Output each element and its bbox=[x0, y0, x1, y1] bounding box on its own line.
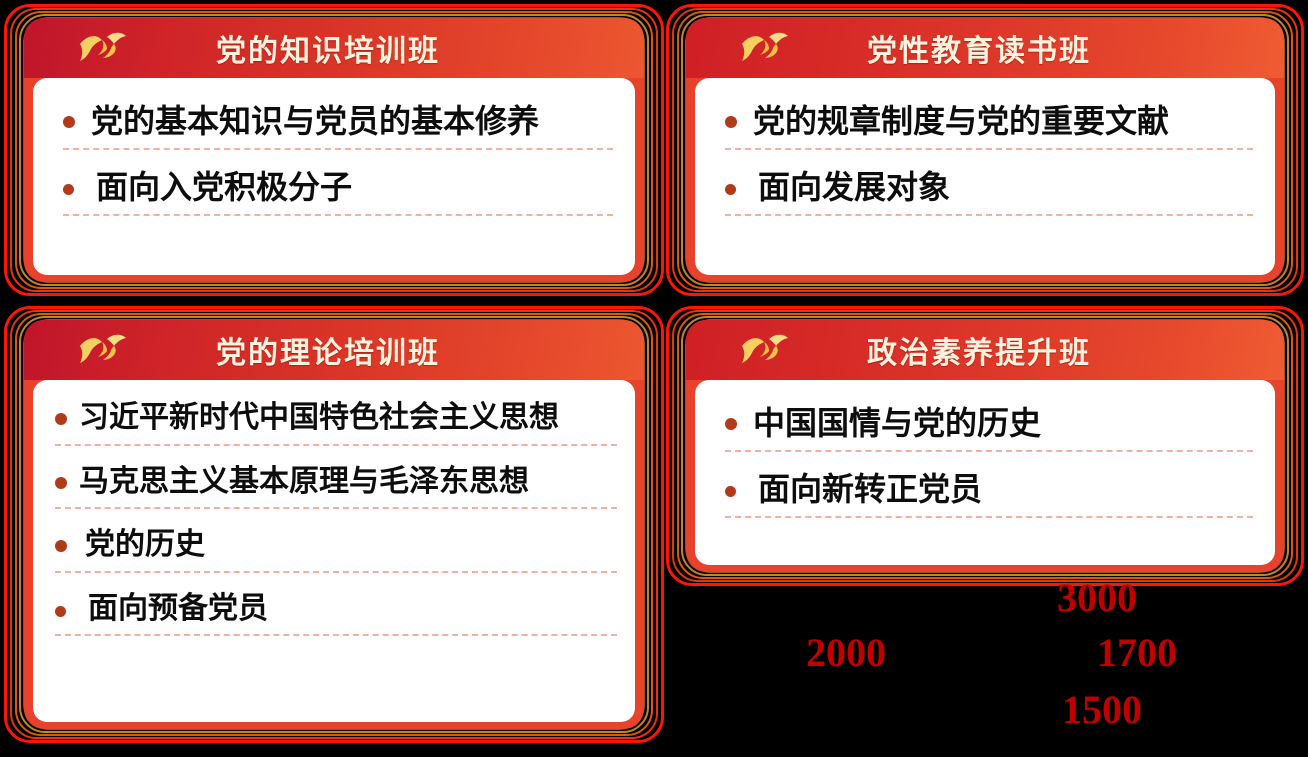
card-party-spirit-education-reading-class[interactable]: 党性教育读书班 党的规章制度与党的重要文献 面向发展对象 bbox=[666, 4, 1304, 296]
figure-number-3000: 3000 bbox=[1057, 575, 1137, 620]
card-item-list: 中国国情与党的历史 面向新转正党员 bbox=[725, 402, 1253, 534]
bullet-icon bbox=[55, 605, 66, 617]
list-item-label: 习近平新时代中国特色社会主义思想 bbox=[79, 401, 559, 434]
list-item-label: 党的历史 bbox=[85, 528, 205, 561]
list-item-label: 面向发展对象 bbox=[758, 169, 951, 206]
bullet-icon bbox=[725, 418, 737, 430]
list-item[interactable]: 面向预备党员 bbox=[55, 589, 617, 636]
bullet-icon bbox=[725, 184, 736, 196]
list-item[interactable]: 党的规章制度与党的重要文献 bbox=[725, 100, 1253, 151]
dove-icon bbox=[742, 334, 788, 363]
card-item-list: 党的基本知识与党员的基本修养 面向入党积极分子 bbox=[63, 100, 613, 232]
list-item-label: 党的基本知识与党员的基本修养 bbox=[91, 103, 540, 139]
figure-number-1500: 1500 bbox=[1062, 687, 1142, 732]
bullet-icon bbox=[55, 540, 67, 552]
list-item-label: 面向入党积极分子 bbox=[96, 169, 353, 206]
card-body: 党性教育读书班 党的规章制度与党的重要文献 面向发展对象 bbox=[686, 18, 1284, 282]
card-political-literacy-improvement-class[interactable]: 政治素养提升班 中国国情与党的历史 面向新转正党员 bbox=[666, 306, 1304, 586]
card-header: 党性教育读书班 bbox=[686, 18, 1284, 78]
card-panel: 党的基本知识与党员的基本修养 面向入党积极分子 bbox=[33, 78, 635, 275]
figure-number-1700: 1700 bbox=[1097, 630, 1177, 675]
card-title: 党性教育读书班 bbox=[867, 35, 1091, 68]
bullet-icon bbox=[55, 413, 67, 425]
list-item[interactable]: 习近平新时代中国特色社会主义思想 bbox=[55, 398, 617, 446]
bullet-icon bbox=[725, 116, 737, 128]
card-title: 党的理论培训班 bbox=[216, 337, 440, 370]
list-item[interactable]: 党的基本知识与党员的基本修养 bbox=[63, 100, 613, 151]
list-item[interactable]: 面向新转正党员 bbox=[725, 468, 1253, 519]
card-title: 党的知识培训班 bbox=[216, 35, 440, 68]
card-body: 党的理论培训班 习近平新时代中国特色社会主义思想 马克思主义基本原理与毛泽东思想… bbox=[24, 320, 644, 729]
card-title: 政治素养提升班 bbox=[867, 337, 1091, 370]
card-party-theory-training-class[interactable]: 党的理论培训班 习近平新时代中国特色社会主义思想 马克思主义基本原理与毛泽东思想… bbox=[4, 306, 664, 743]
list-item-label: 中国国情与党的历史 bbox=[753, 405, 1042, 441]
card-item-list: 习近平新时代中国特色社会主义思想 马克思主义基本原理与毛泽东思想 党的历史 面向… bbox=[55, 398, 617, 652]
card-header: 政治素养提升班 bbox=[686, 320, 1284, 380]
card-panel: 习近平新时代中国特色社会主义思想 马克思主义基本原理与毛泽东思想 党的历史 面向… bbox=[33, 380, 635, 722]
list-item[interactable]: 马克思主义基本原理与毛泽东思想 bbox=[55, 462, 617, 509]
dove-icon bbox=[80, 334, 126, 363]
list-item-label: 面向预备党员 bbox=[88, 591, 268, 625]
card-panel: 中国国情与党的历史 面向新转正党员 bbox=[695, 380, 1275, 565]
card-header: 党的理论培训班 bbox=[24, 320, 644, 380]
figure-number-2000: 2000 bbox=[806, 630, 886, 675]
bullet-icon bbox=[63, 116, 75, 128]
card-body: 政治素养提升班 中国国情与党的历史 面向新转正党员 bbox=[686, 320, 1284, 572]
list-item-label: 马克思主义基本原理与毛泽东思想 bbox=[79, 464, 529, 498]
dove-icon bbox=[80, 32, 126, 61]
list-item[interactable]: 中国国情与党的历史 bbox=[725, 402, 1253, 453]
list-item[interactable]: 面向入党积极分子 bbox=[63, 166, 613, 217]
card-panel: 党的规章制度与党的重要文献 面向发展对象 bbox=[695, 78, 1275, 275]
bullet-icon bbox=[725, 486, 736, 498]
list-item-label: 面向新转正党员 bbox=[758, 471, 983, 508]
card-item-list: 党的规章制度与党的重要文献 面向发展对象 bbox=[725, 100, 1253, 232]
dove-icon bbox=[742, 32, 788, 61]
card-party-knowledge-training-class[interactable]: 党的知识培训班 党的基本知识与党员的基本修养 面向入党积极分子 bbox=[4, 4, 664, 296]
list-item-label: 党的规章制度与党的重要文献 bbox=[753, 103, 1170, 139]
bullet-icon bbox=[63, 184, 74, 196]
list-item[interactable]: 党的历史 bbox=[55, 525, 617, 573]
card-body: 党的知识培训班 党的基本知识与党员的基本修养 面向入党积极分子 bbox=[24, 18, 644, 282]
list-item[interactable]: 面向发展对象 bbox=[725, 166, 1253, 217]
card-header: 党的知识培训班 bbox=[24, 18, 644, 78]
bullet-icon bbox=[55, 476, 67, 489]
